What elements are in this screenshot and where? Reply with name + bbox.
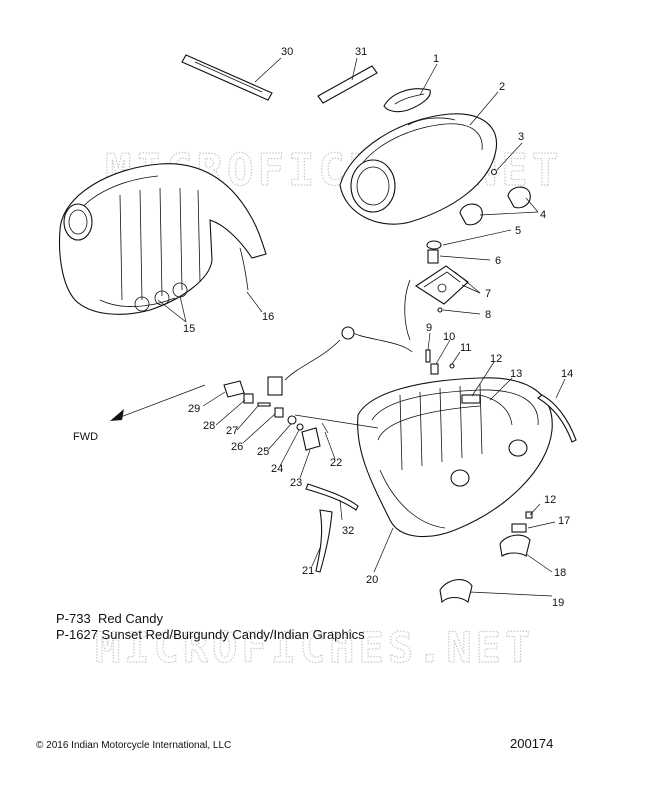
callout-24: 24 <box>271 463 283 475</box>
callout-4: 4 <box>540 209 546 221</box>
watermark-bottom: MICROFICHES.NET <box>95 623 534 672</box>
part-2-saddlebag-lid <box>339 113 498 225</box>
callout-29: 29 <box>188 403 200 415</box>
callout-23: 23 <box>290 477 302 489</box>
callout-25: 25 <box>257 446 269 458</box>
callout-15: 15 <box>183 323 195 335</box>
part-28-spacer <box>243 393 254 404</box>
copyright: © 2016 Indian Motorcycle International, … <box>36 740 232 751</box>
part-10-clip <box>430 363 439 375</box>
part-30-trim-strip <box>181 54 273 101</box>
part-13-liner-edge <box>479 394 513 426</box>
callout-16: 16 <box>262 311 274 323</box>
fastener-stack <box>223 380 329 451</box>
paint-code-2-code: P-1627 <box>56 627 98 642</box>
callout-30: 30 <box>281 46 293 58</box>
callout-21: 21 <box>302 565 314 577</box>
part-8-screw <box>437 307 443 313</box>
callout-32: 32 <box>342 525 354 537</box>
callout-26: 26 <box>231 441 243 453</box>
part-11-screw <box>449 363 455 369</box>
part-24-washer <box>296 423 304 431</box>
part-15-clip <box>154 290 170 306</box>
callout-11: 11 <box>460 342 471 354</box>
callout-17: 17 <box>558 515 570 527</box>
paint-code-2-description: Sunset Red/Burgundy Candy/Indian Graphic… <box>101 627 365 642</box>
left-saddlebag-assembly <box>59 163 267 315</box>
callout-20: 20 <box>366 574 378 586</box>
part-32-weatherstrip <box>305 483 359 511</box>
part-15-clip <box>134 296 150 312</box>
part-5-grommet <box>426 240 442 250</box>
part-12-nut <box>525 511 533 519</box>
connector <box>267 376 283 396</box>
paint-code-2: P-1627 Sunset Red/Burgundy Candy/Indian … <box>56 627 365 642</box>
callout-10: 10 <box>443 331 455 343</box>
part-12-bracket <box>461 394 481 404</box>
leader-lines <box>157 57 566 597</box>
callout-14: 14 <box>561 368 573 380</box>
part-31-seal-strip <box>317 65 378 104</box>
part-22-screw <box>321 422 329 434</box>
part-16-strap <box>239 247 249 291</box>
part-23-bracket <box>301 427 321 451</box>
callout-9: 9 <box>426 322 432 334</box>
callout-27: 27 <box>226 425 238 437</box>
part-7-latch-assembly <box>404 265 469 341</box>
part-14-trim <box>537 394 577 443</box>
callout-3: 3 <box>518 131 524 143</box>
cable-grommet <box>341 326 355 340</box>
part-17-plate <box>511 523 527 533</box>
callout-22: 22 <box>330 457 342 469</box>
callout-12a: 12 <box>490 353 502 365</box>
callout-1: 1 <box>433 53 439 65</box>
callout-13: 13 <box>510 368 522 380</box>
callout-28: 28 <box>203 420 215 432</box>
callout-6: 6 <box>495 255 501 267</box>
paint-code-1-code: P-733 <box>56 611 91 626</box>
paint-code-1-description: Red Candy <box>97 611 163 626</box>
callout-12b: 12 <box>544 494 556 506</box>
callout-19: 19 <box>552 597 564 609</box>
callout-7a: 7 <box>485 288 491 300</box>
part-26-bushing <box>274 407 284 418</box>
callout-5: 5 <box>515 225 521 237</box>
part-21-seal <box>315 509 333 573</box>
callout-18: 18 <box>554 567 566 579</box>
diagram-number: 200174 <box>510 736 554 751</box>
part-3-screw <box>490 168 498 176</box>
part-1-latch <box>383 88 431 113</box>
part-6-lock-cylinder <box>427 249 439 264</box>
part-18-mount <box>499 534 531 557</box>
paint-code-1: P-733 Red Candy <box>56 611 163 626</box>
fwd-label: FWD <box>73 431 98 443</box>
part-29-knob <box>223 380 245 398</box>
part-19-mount <box>439 579 473 604</box>
part-27-pin <box>257 402 271 407</box>
callout-numbers: 1 2 3 4 5 6 7 7 8 9 10 11 12 12 13 14 15… <box>183 46 573 609</box>
fwd-arrow <box>110 384 206 421</box>
callout-8: 8 <box>485 309 491 321</box>
part-9-pin <box>425 349 431 363</box>
part-20-saddlebag-body <box>357 377 553 538</box>
part-25-washer <box>287 415 297 425</box>
callout-31: 31 <box>355 46 367 58</box>
callout-2: 2 <box>499 81 505 93</box>
part-4-hinges <box>459 186 531 226</box>
